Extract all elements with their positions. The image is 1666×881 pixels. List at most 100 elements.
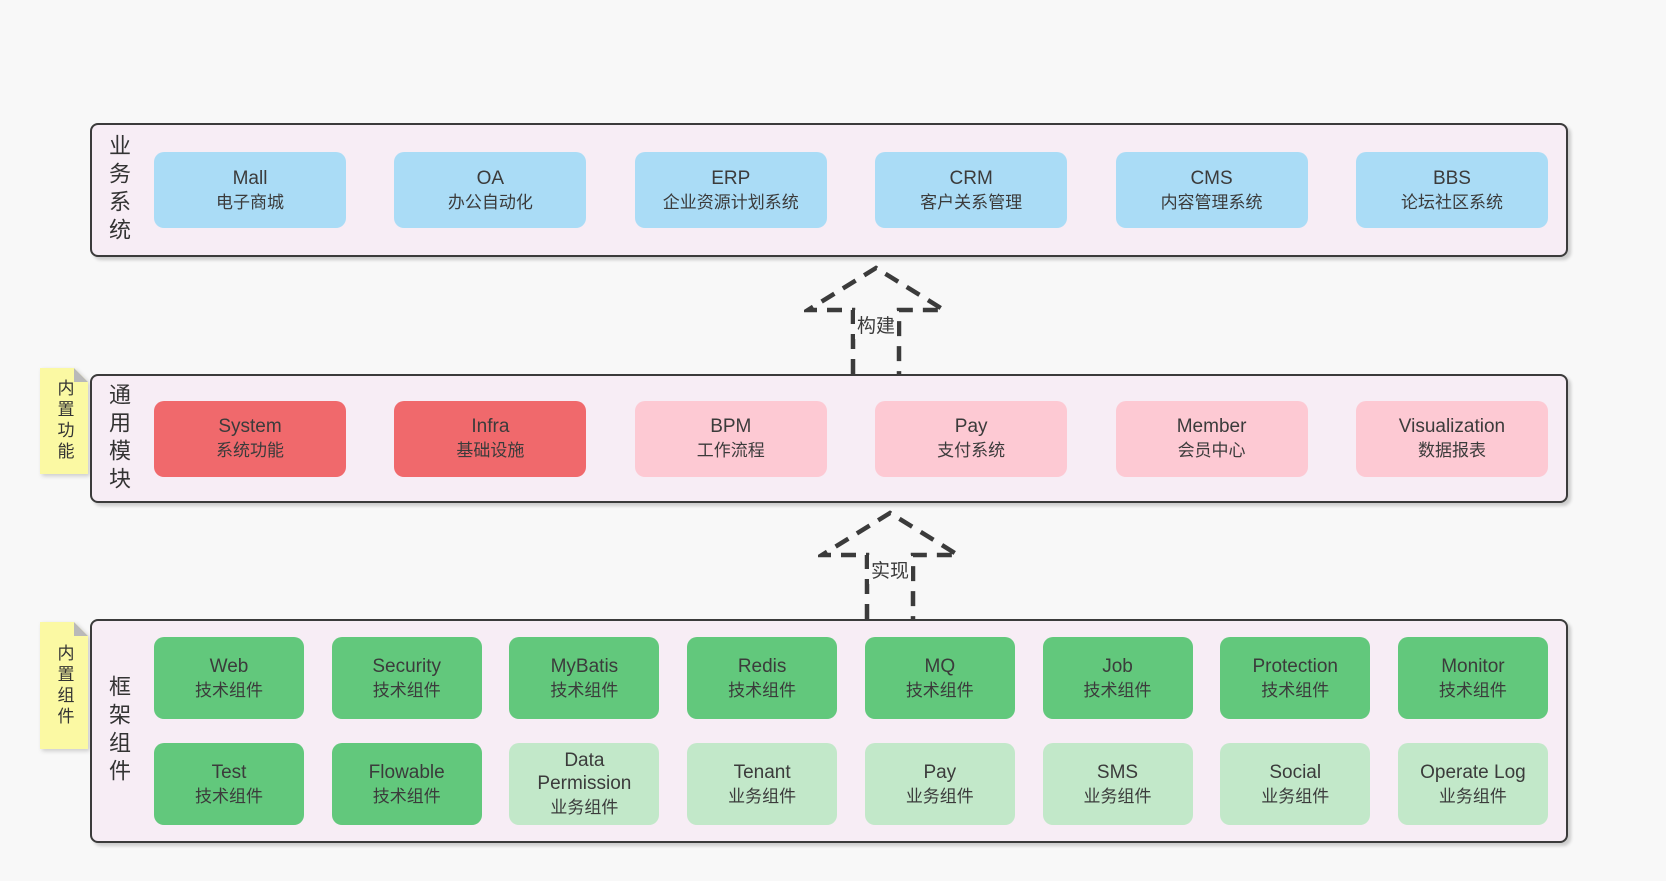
box-title: Pay (923, 761, 957, 783)
box-web: Web 技术组件 (154, 637, 304, 719)
box-job: Job 技术组件 (1042, 637, 1193, 719)
box-crm: CRM 客户关系管理 (875, 152, 1068, 228)
note-fold-icon (74, 368, 88, 382)
box-erp: ERP 企业资源计划系统 (634, 152, 827, 228)
box-subtitle: 业务组件 (905, 786, 974, 806)
box-redis: Redis 技术组件 (687, 637, 838, 719)
common-modules-panel: 通用模块 System 系统功能 Infra 基础设施 BPM 工作流程 Pay… (90, 374, 1568, 503)
builtin-components-note: 内置组件 (40, 622, 88, 749)
box-title: Data Permission (537, 749, 632, 795)
business-systems-panel: 业务系统 Mall 电子商城 OA 办公自动化 ERP 企业资源计划系统 CRM… (90, 123, 1568, 257)
box-title: Test (211, 761, 247, 783)
box-title: Social (1269, 761, 1322, 783)
box-pay-biz: Pay 业务组件 (864, 743, 1015, 825)
box-bpm: BPM 工作流程 (634, 400, 827, 477)
box-title: Tenant (733, 761, 791, 783)
box-subtitle: 支付系统 (937, 441, 1006, 461)
box-subtitle: 工作流程 (696, 441, 765, 461)
box-visualization: Visualization 数据报表 (1355, 400, 1548, 477)
box-subtitle: 办公自动化 (447, 192, 533, 212)
box-title: CMS (1190, 167, 1233, 189)
dashed-up-arrow-icon (818, 510, 962, 619)
box-mall: Mall 电子商城 (154, 152, 346, 228)
box-pay: Pay 支付系统 (875, 400, 1068, 477)
box-subtitle: 数据报表 (1417, 441, 1486, 461)
box-subtitle: 基础设施 (456, 441, 525, 461)
builtin-components-note-label: 内置组件 (54, 643, 74, 728)
box-title: Mall (232, 167, 268, 189)
dashed-up-arrow-icon (804, 265, 948, 374)
box-subtitle: 业务组件 (550, 798, 619, 818)
box-title: Member (1176, 416, 1247, 438)
box-title: Protection (1252, 655, 1338, 677)
box-mybatis: MyBatis 技术组件 (509, 637, 660, 719)
box-oa: OA 办公自动化 (394, 152, 587, 228)
box-title: SMS (1096, 761, 1139, 783)
business-systems-row: Mall 电子商城 OA 办公自动化 ERP 企业资源计划系统 CRM 客户关系… (154, 125, 1548, 255)
box-title: ERP (711, 167, 751, 189)
box-subtitle: 业务组件 (1083, 786, 1152, 806)
box-subtitle: 技术组件 (550, 680, 619, 700)
box-subtitle: 技术组件 (905, 680, 974, 700)
box-subtitle: 电子商城 (216, 192, 284, 212)
note-fold-icon (74, 622, 88, 636)
box-title: Redis (737, 655, 787, 677)
box-mq: MQ 技术组件 (864, 637, 1015, 719)
box-title: Visualization (1398, 416, 1506, 438)
implement-arrow: 实现 (818, 509, 962, 619)
box-subtitle: 技术组件 (728, 680, 797, 700)
box-subtitle: 技术组件 (372, 786, 441, 806)
box-title: System (218, 416, 282, 438)
implement-arrow-label: 实现 (868, 555, 912, 584)
box-social: Social 业务组件 (1220, 743, 1371, 825)
box-title: OA (476, 167, 505, 189)
framework-row-1: Web 技术组件 Security 技术组件 MyBatis 技术组件 Redi… (154, 637, 1548, 719)
box-title: Web (209, 655, 249, 677)
box-title: MQ (924, 655, 956, 677)
business-systems-label: 业务系统 (106, 134, 131, 246)
box-data-permission: Data Permission 业务组件 (509, 743, 660, 825)
box-security: Security 技术组件 (331, 637, 482, 719)
build-arrow-label: 构建 (854, 310, 898, 339)
box-subtitle: 技术组件 (195, 680, 263, 700)
box-monitor: Monitor 技术组件 (1397, 637, 1548, 719)
framework-components-panel: 框架组件 Web 技术组件 Security 技术组件 MyBatis 技术组件… (90, 619, 1568, 843)
box-subtitle: 业务组件 (1261, 786, 1330, 806)
box-subtitle: 论坛社区系统 (1400, 192, 1503, 212)
box-subtitle: 企业资源计划系统 (662, 192, 799, 212)
box-title: BBS (1432, 167, 1471, 189)
box-subtitle: 技术组件 (1261, 680, 1330, 700)
box-subtitle: 业务组件 (728, 786, 797, 806)
box-title: Pay (954, 416, 988, 438)
framework-row-2: Test 技术组件 Flowable 技术组件 Data Permission … (154, 743, 1548, 825)
box-subtitle: 系统功能 (216, 441, 284, 461)
box-title: Security (372, 655, 442, 677)
box-operate-log: Operate Log 业务组件 (1397, 743, 1548, 825)
box-tenant: Tenant 业务组件 (687, 743, 838, 825)
box-title: Job (1102, 655, 1133, 677)
framework-components-grid: Web 技术组件 Security 技术组件 MyBatis 技术组件 Redi… (154, 621, 1548, 841)
common-modules-row: System 系统功能 Infra 基础设施 BPM 工作流程 Pay 支付系统… (154, 376, 1548, 501)
box-bbs: BBS 论坛社区系统 (1355, 152, 1548, 228)
box-infra: Infra 基础设施 (394, 400, 587, 477)
box-test: Test 技术组件 (154, 743, 304, 825)
box-subtitle: 技术组件 (195, 786, 263, 806)
box-title: CRM (949, 167, 993, 189)
box-title: Monitor (1441, 655, 1505, 677)
box-subtitle: 会员中心 (1177, 441, 1246, 461)
box-subtitle: 业务组件 (1438, 786, 1507, 806)
box-flowable: Flowable 技术组件 (331, 743, 482, 825)
box-protection: Protection 技术组件 (1220, 637, 1371, 719)
box-title: Infra (471, 416, 510, 438)
box-subtitle: 内容管理系统 (1160, 192, 1263, 212)
box-cms: CMS 内容管理系统 (1115, 152, 1308, 228)
box-title: Operate Log (1420, 761, 1526, 783)
box-title: MyBatis (550, 655, 619, 677)
box-subtitle: 客户关系管理 (920, 192, 1023, 212)
build-arrow: 构建 (804, 264, 948, 374)
box-subtitle: 技术组件 (372, 680, 441, 700)
box-title: Flowable (368, 761, 445, 783)
box-sms: SMS 业务组件 (1042, 743, 1193, 825)
builtin-features-note: 内置功能 (40, 368, 88, 474)
box-system: System 系统功能 (154, 400, 346, 477)
